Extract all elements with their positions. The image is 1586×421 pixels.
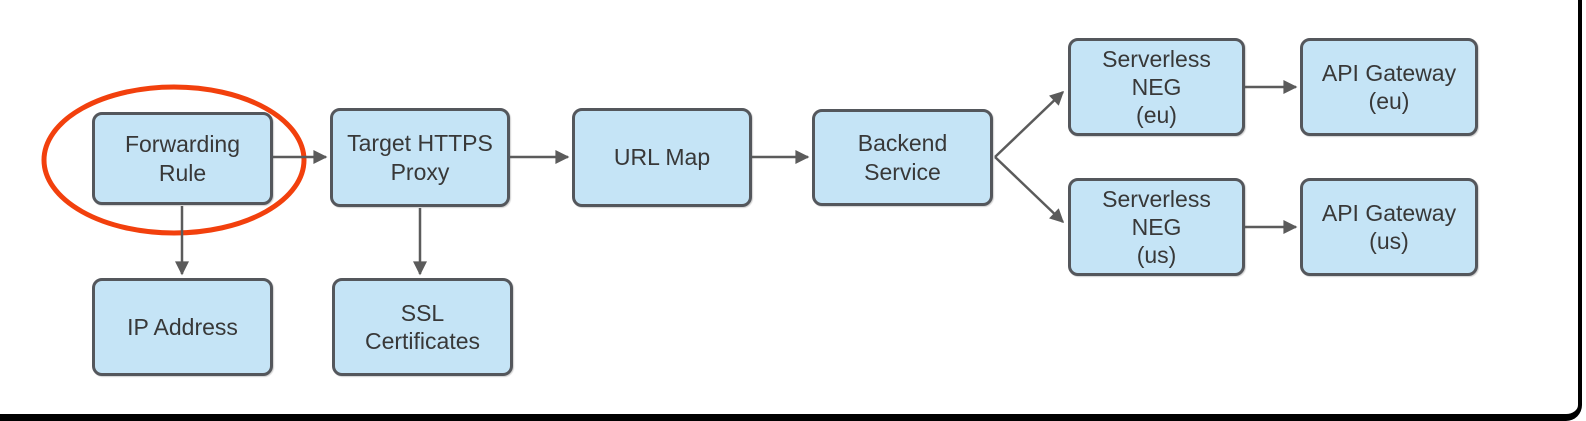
node-serverless-neg-us: Serverless NEG (us) bbox=[1068, 178, 1245, 276]
node-backend-service: Backend Service bbox=[812, 109, 993, 206]
node-url-map: URL Map bbox=[572, 108, 752, 207]
node-target-https-proxy: Target HTTPS Proxy bbox=[330, 108, 510, 207]
node-forwarding-rule: Forwarding Rule bbox=[92, 112, 273, 205]
node-label-api-gateway-us: API Gateway (us) bbox=[1321, 199, 1457, 254]
node-label-api-gateway-eu: API Gateway (eu) bbox=[1321, 59, 1457, 114]
edge-backend-service-to-serverless-neg-eu bbox=[994, 91, 1065, 158]
node-label-ssl-certificates: SSL Certificates bbox=[364, 299, 481, 354]
node-ssl-certificates: SSL Certificates bbox=[332, 278, 513, 376]
node-label-url-map: URL Map bbox=[613, 144, 711, 171]
node-api-gateway-us: API Gateway (us) bbox=[1300, 178, 1478, 276]
node-serverless-neg-eu: Serverless NEG (eu) bbox=[1068, 38, 1245, 136]
node-label-serverless-neg-us: Serverless NEG (us) bbox=[1102, 185, 1211, 269]
node-ip-address: IP Address bbox=[92, 278, 273, 376]
node-label-forwarding-rule: Forwarding Rule bbox=[124, 131, 241, 186]
node-label-backend-service: Backend Service bbox=[857, 130, 948, 185]
node-label-serverless-neg-eu: Serverless NEG (eu) bbox=[1102, 45, 1211, 129]
node-label-target-https-proxy: Target HTTPS Proxy bbox=[347, 130, 493, 185]
edge-backend-service-to-serverless-neg-us bbox=[994, 156, 1065, 223]
node-label-ip-address: IP Address bbox=[127, 313, 238, 340]
node-api-gateway-eu: API Gateway (eu) bbox=[1300, 38, 1478, 136]
